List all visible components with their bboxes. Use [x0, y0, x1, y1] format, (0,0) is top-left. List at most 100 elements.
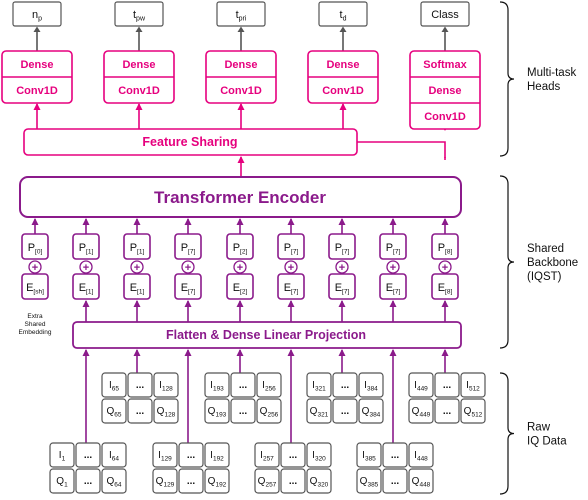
iq_upper-q-last-label-3: Q512	[464, 406, 483, 419]
output-box-1	[114, 1, 164, 27]
iq_lower-q-last-label-2-sub: 320	[317, 482, 328, 489]
embedding-box-5	[277, 273, 305, 300]
iq_upper-i-ellipsis-0	[127, 372, 153, 398]
position-label-5-sub: [7]	[291, 249, 298, 256]
position-box-3	[174, 233, 202, 260]
embedding-label-6-main: E	[335, 282, 342, 294]
iq_lower-i-first-label-3-main: I	[362, 450, 365, 461]
iq_lower-i-first-2	[254, 442, 280, 468]
bracket-label-1-2: (IQST)	[527, 271, 562, 283]
iq_lower-i-first-label-2: I257	[260, 450, 274, 463]
head-layer-4-2: Conv1D	[424, 111, 466, 123]
bracket-label-2-1: IQ Data	[527, 436, 567, 448]
plus-circle-0	[28, 260, 42, 274]
plus-sign-5: +	[288, 262, 294, 274]
iq_lower-q-first-label-2-main: Q	[258, 476, 266, 487]
extra-embedding-label-1: Shared	[25, 321, 46, 328]
output-label-1-main: t	[133, 9, 136, 21]
position-label-8-main: P	[438, 242, 445, 254]
embedding-label-8-sub: [8]	[445, 289, 452, 296]
iq_upper-i-last-label-1-sub: 256	[265, 386, 276, 393]
embedding-label-8-main: E	[438, 282, 445, 294]
output-arrowhead-1	[135, 26, 143, 32]
iq_upper-i-first-label-2-main: I	[312, 380, 315, 391]
iq_lower-i-last-3	[408, 442, 434, 468]
position-label-1-main: P	[79, 242, 86, 254]
iq_lower-i-last-label-2-sub: 320	[315, 456, 326, 463]
plus-circle-1	[79, 260, 93, 274]
iq_lower-q-ellipsis-label-2: ...	[289, 476, 298, 487]
bracket-1	[499, 175, 515, 349]
plus-circle-8	[438, 260, 452, 274]
head-layer-0-1: Conv1D	[16, 85, 58, 97]
iq_upper-q-first-1	[204, 398, 230, 424]
iq_lower-i-ellipsis-label-2: ...	[289, 450, 298, 461]
position-label-7-main: P	[386, 242, 393, 254]
position-box-4	[226, 233, 254, 260]
plus-circle-2	[130, 260, 144, 274]
embedding-box-2	[123, 273, 151, 300]
bracket-label-0-0: Multi-task	[527, 67, 576, 79]
position-label-4-sub: [2]	[240, 249, 247, 256]
iq_lower-q-last-0	[101, 468, 127, 494]
iq_upper-i-first-0	[101, 372, 127, 398]
iq_lower-q-first-label-0: Q1	[56, 476, 68, 489]
iq_lower-q-ellipsis-1	[178, 468, 204, 494]
bracket-label-2-0: Raw	[527, 422, 551, 434]
position-label-7-sub: [7]	[393, 249, 400, 256]
head-layer-4-0: Softmax	[423, 59, 467, 71]
embedding-label-4: E[2]	[233, 282, 248, 296]
projection-label: Flatten & Dense Linear Projection	[166, 328, 366, 342]
iq_upper-i-last-label-2-main: I	[364, 380, 367, 391]
iq_upper-q-last-label-2-sub: 384	[369, 412, 380, 419]
embedding-label-3-sub: [7]	[188, 289, 195, 296]
iq_upper-q-last-label-3-main: Q	[464, 406, 472, 417]
output-box-3	[318, 1, 368, 27]
embedding-box-7	[379, 273, 407, 300]
bracket-0	[499, 1, 515, 157]
iq_lower-q-first-label-2: Q257	[258, 476, 277, 489]
iq_upper-i-first-label-3-main: I	[414, 380, 417, 391]
iq_lower-i-last-label-0-main: I	[109, 450, 112, 461]
iq_lower-i-first-label-2-main: I	[260, 450, 263, 461]
position-box-0	[21, 233, 49, 260]
bracket-label-1-0: Shared	[527, 243, 564, 255]
iq_upper-i-first-label-1: I193	[210, 380, 224, 393]
iq_upper-q-first-0	[101, 398, 127, 424]
iq_lower-q-last-label-2-main: Q	[310, 476, 318, 487]
iq_upper-q-first-label-1: Q193	[208, 406, 227, 419]
iq_lower-i-first-label-1: I129	[158, 450, 172, 463]
iq_lower-q-last-label-2: Q320	[310, 476, 329, 489]
embedding-label-6: E[7]	[335, 282, 350, 296]
iq_lower-i-first-1	[152, 442, 178, 468]
position-label-0: P[0]	[28, 242, 43, 256]
position-label-7: P[7]	[386, 242, 401, 256]
embedding-box-0	[21, 273, 49, 300]
iq_lower-q-first-label-3-main: Q	[360, 476, 368, 487]
plus-sign-6: +	[339, 262, 345, 274]
position-label-6: P[7]	[335, 242, 350, 256]
position-label-3-sub: [7]	[188, 249, 195, 256]
iq_upper-q-first-3	[408, 398, 434, 424]
embedding-label-5: E[7]	[284, 282, 299, 296]
iq_lower-q-last-1	[204, 468, 230, 494]
embedding-label-8: E[8]	[438, 282, 453, 296]
iq_lower-q-ellipsis-label-0: ...	[84, 476, 93, 487]
iq_lower-q-first-3	[356, 468, 382, 494]
head-layer-1-0: Dense	[122, 59, 155, 71]
output-arrowhead-4	[441, 26, 449, 32]
embedding-label-3-main: E	[181, 282, 188, 294]
iq_lower-i-first-label-0-sub: 1	[62, 456, 66, 463]
iq_lower-i-first-0	[49, 442, 75, 468]
embedding-box-4	[226, 273, 254, 300]
iq_lower-i-first-label-1-main: I	[158, 450, 161, 461]
position-label-2-sub: [1]	[137, 249, 144, 256]
iq_lower-q-last-label-1-sub: 192	[215, 482, 226, 489]
position-label-5: P[7]	[284, 242, 299, 256]
iq_upper-q-last-label-2-main: Q	[362, 406, 370, 417]
iq_upper-i-ellipsis-1	[230, 372, 256, 398]
iq_lower-q-last-label-0: Q64	[106, 476, 121, 489]
position-label-0-main: P	[28, 242, 35, 254]
iq_lower-q-ellipsis-label-3: ...	[391, 476, 400, 487]
iq_upper-q-first-label-3-main: Q	[412, 406, 420, 417]
